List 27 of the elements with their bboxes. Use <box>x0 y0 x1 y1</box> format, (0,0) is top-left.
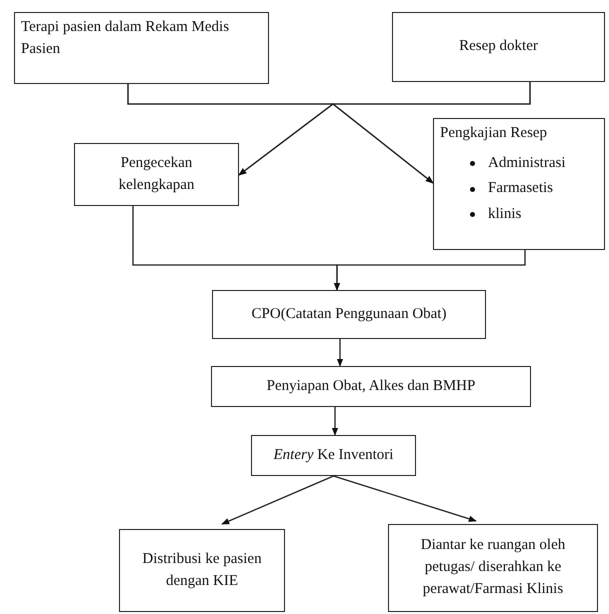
process-box <box>14 12 269 84</box>
box-text: Distribusi ke pasien dengan KIE <box>141 550 263 590</box>
process-box <box>211 366 531 407</box>
list-item: klinis <box>488 204 522 224</box>
box-text: CPO(Catatan Penggunaan Obat) <box>252 304 446 324</box>
box-text: Pengecekan kelengkapan <box>118 154 196 194</box>
list-item: Farmasetis <box>488 179 553 198</box>
box-text: Terapi pasien dalam Rekam Medis Pasien <box>21 18 230 59</box>
box-text: Diantar ke ruangan oleh petugas/ diserahkan ke perawat/Farmasi Klinis <box>420 536 566 599</box>
process-box <box>433 118 605 250</box>
process-box <box>392 12 605 82</box>
process-box <box>212 290 486 339</box>
process-box <box>119 529 285 612</box>
list-item: Administrasi <box>488 154 566 173</box>
box-heading: Pengkajian Resep <box>440 124 548 143</box>
process-box <box>388 524 598 612</box>
arrow <box>331 82 531 184</box>
process-box <box>74 143 239 206</box>
process-box <box>251 435 416 476</box>
arrow <box>334 250 526 291</box>
arrow <box>336 339 344 367</box>
arrow <box>333 475 477 522</box>
arrow <box>332 407 338 436</box>
arrow <box>221 475 334 525</box>
box-text: Entery Ke Inventori <box>274 446 394 465</box>
box-text: Penyiapan Obat, Alkes dan BMHP <box>266 376 476 396</box>
box-text: Resep dokter <box>459 37 538 56</box>
